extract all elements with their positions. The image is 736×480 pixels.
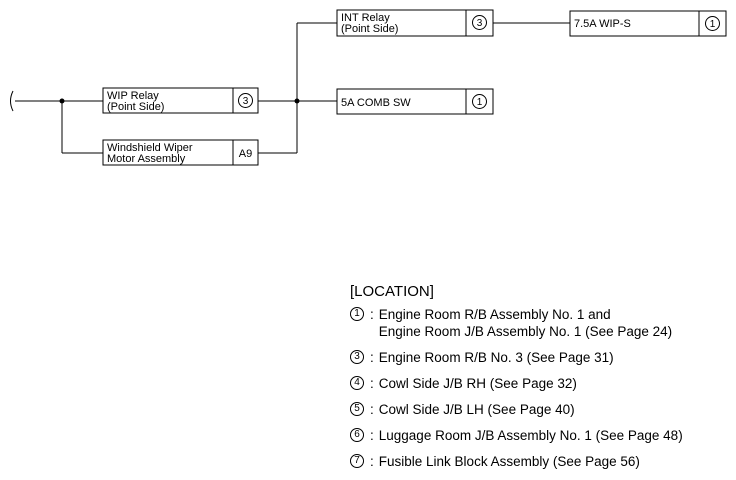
comb-sw-label: 5A COMB SW [341,97,411,109]
legend-separator: : [370,454,374,469]
legend-item-line: Engine Room R/B No. 3 (See Page 31) [378,350,614,365]
wip-relay-label-line2: (Point Side) [107,101,164,113]
wip-s-location-code: 1 [710,19,716,30]
int-relay-label-line2: (Point Side) [341,23,398,35]
wiring-diagram: WIP Relay (Point Side) 3 Windshield Wipe… [10,9,727,166]
legend-item: 5 : Cowl Side J/B LH (See Page 40) [350,401,730,418]
legend-item-text: Engine Room R/B Assembly No. 1 and Engin… [379,306,730,340]
motor-label-line1: Windshield Wiper [107,142,193,154]
legend-item-text: Fusible Link Block Assembly (See Page 56… [379,453,730,470]
legend-separator: : [370,350,374,365]
legend-item: 4 : Cowl Side J/B RH (See Page 32) [350,375,730,392]
legend-item: 3 : Engine Room R/B No. 3 (See Page 31) [350,349,730,366]
location-legend: [LOCATION] 1 : Engine Room R/B Assembly … [350,283,730,479]
legend-item-text: Cowl Side J/B RH (See Page 32) [379,375,730,392]
wip-relay-location-code: 3 [243,96,249,107]
junction-dot-left [59,98,65,104]
location-code-badge: 6 [350,428,364,442]
legend-title: [LOCATION] [350,283,434,300]
legend-item-line: Engine Room J/B Assembly No. 1 (See Page… [378,324,673,339]
location-code-badge: 3 [350,350,364,364]
legend-item-line: Luggage Room J/B Assembly No. 1 (See Pag… [378,428,683,443]
legend-separator: : [370,376,374,391]
comb-sw-fuse-box: 5A COMB SW 1 [336,88,494,115]
legend-item: 7 : Fusible Link Block Assembly (See Pag… [350,453,730,470]
wip-s-fuse-box: 7.5A WIP-S 1 [569,10,727,37]
legend-item-line: Cowl Side J/B LH (See Page 40) [378,402,575,417]
motor-label-line2: Motor Assembly [107,153,186,165]
legend-separator: : [370,307,374,322]
legend-item-text: Luggage Room J/B Assembly No. 1 (See Pag… [379,427,730,444]
int-relay-label-line1: INT Relay [341,12,390,24]
legend-item-text: Cowl Side J/B LH (See Page 40) [379,401,730,418]
legend-item-text: Engine Room R/B No. 3 (See Page 31) [379,349,730,366]
wip-relay-location-badge [238,93,253,108]
junction-dot-right [294,98,300,104]
legend-item-line: Fusible Link Block Assembly (See Page 56… [378,454,640,469]
comb-sw-location-badge [472,94,487,109]
legend-item-line: Engine Room R/B Assembly No. 1 and [378,307,611,322]
location-code-badge: 1 [350,307,364,321]
int-relay-location-code: 3 [477,18,483,29]
int-relay-location-badge [472,15,487,30]
wire-break-symbol [10,90,14,112]
comb-sw-location-code: 1 [477,97,483,108]
windshield-wiper-motor-box: Windshield Wiper Motor Assembly A9 [102,139,259,166]
legend-item: 1 : Engine Room R/B Assembly No. 1 and E… [350,306,730,340]
location-code-badge: 5 [350,402,364,416]
wip-relay-box: WIP Relay (Point Side) 3 [102,87,259,114]
location-code-badge: 4 [350,376,364,390]
wip-s-label: 7.5A WIP-S [574,18,631,30]
int-relay-box: INT Relay (Point Side) 3 [336,9,494,37]
wip-s-location-badge [705,16,720,31]
location-code-badge: 7 [350,454,364,468]
legend-item-line: Cowl Side J/B RH (See Page 32) [378,376,577,391]
legend-separator: : [370,428,374,443]
motor-connector-code: A9 [239,148,252,160]
legend-separator: : [370,402,374,417]
legend-item: 6 : Luggage Room J/B Assembly No. 1 (See… [350,427,730,444]
wip-relay-label-line1: WIP Relay [107,90,159,102]
